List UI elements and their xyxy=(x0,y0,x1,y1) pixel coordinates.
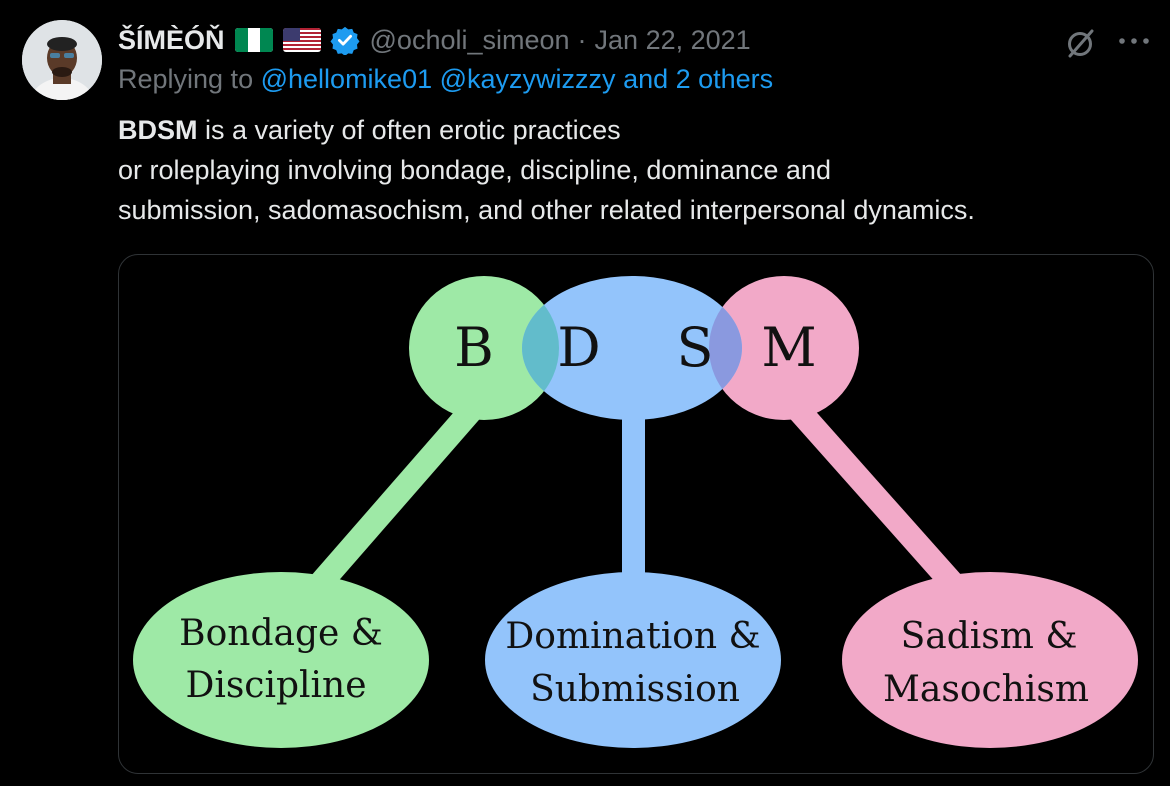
letter-m: M xyxy=(761,316,816,379)
label-masochism: Masochism xyxy=(883,669,1089,710)
separator-dot: · xyxy=(577,24,587,55)
bold-term: BDSM xyxy=(118,115,198,145)
verified-badge-icon[interactable] xyxy=(330,25,360,56)
label-bondage: Bondage & xyxy=(179,613,383,654)
text-line: is a variety of often erotic practices xyxy=(197,115,621,145)
tweet-text: BDSM is a variety of often erotic practi… xyxy=(118,110,1148,230)
replying-prefix: Replying to xyxy=(118,64,254,94)
ellipse-bondage xyxy=(133,572,429,748)
author-name[interactable]: ŠÍMÈÓŇ xyxy=(118,24,225,55)
label-submission: Submission xyxy=(530,669,740,710)
replying-to: Replying to @hellomike01 @kayzywizzzy an… xyxy=(118,64,773,95)
letter-b: B xyxy=(454,316,494,379)
ellipse-domination xyxy=(485,572,781,748)
text-line: or roleplaying involving bondage, discip… xyxy=(118,155,831,185)
others-link[interactable]: and 2 others xyxy=(623,64,774,94)
mention-link[interactable]: @kayzywizzzy xyxy=(439,64,616,94)
ellipse-sadism xyxy=(842,572,1138,748)
avatar-photo xyxy=(22,20,102,100)
nigeria-flag-icon xyxy=(234,28,273,52)
letter-d: D xyxy=(557,316,600,379)
author-handle[interactable]: @ocholi_simeon xyxy=(369,24,570,55)
tweet-header: ŠÍMÈÓŇ @ocholi_simeon · Jan 22, 2021 xyxy=(118,22,751,58)
connector-blue xyxy=(622,405,645,585)
tweet-media-image[interactable]: B D S M Bondage & Discipline Domination … xyxy=(118,254,1154,774)
label-sadism: Sadism & xyxy=(901,616,1078,657)
label-domination: Domination & xyxy=(505,616,760,657)
more-options-icon[interactable] xyxy=(1115,24,1153,58)
grok-icon[interactable] xyxy=(1064,26,1098,60)
label-discipline: Discipline xyxy=(185,665,366,706)
connector-green xyxy=(309,397,486,593)
ellipse-m xyxy=(709,276,859,420)
avatar[interactable] xyxy=(22,20,102,100)
tweet-date[interactable]: Jan 22, 2021 xyxy=(594,24,751,55)
ellipse-ds xyxy=(522,276,742,420)
connector-pink xyxy=(785,397,963,593)
mention-link[interactable]: @hellomike01 xyxy=(260,64,433,94)
ellipse-b xyxy=(409,276,559,420)
letter-s: S xyxy=(677,316,714,379)
usa-flag-icon xyxy=(282,28,321,52)
text-line: submission, sadomasochism, and other rel… xyxy=(118,195,975,225)
bdsm-diagram: B D S M Bondage & Discipline Domination … xyxy=(133,276,1138,748)
